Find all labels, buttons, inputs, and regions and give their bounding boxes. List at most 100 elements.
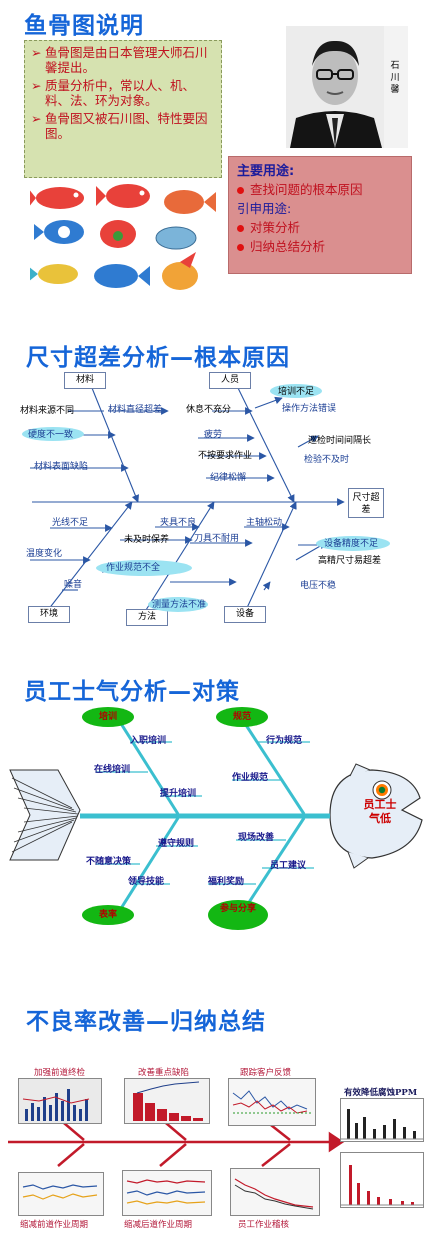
audit-chart-thumb-image [231,1169,319,1215]
measure-item: 不随意决策 [86,857,132,867]
section3-title: 员工士气分析—对策 [24,679,240,705]
arrow-bullet-icon: ➢ [31,111,42,126]
ppm-chart-thumb-image [341,1109,423,1140]
measure-item: 入职培训 [130,736,167,746]
fish-icon [164,190,216,214]
fish-icon [34,220,84,244]
cause-label: 高精尺寸易超差 [318,556,382,566]
cause-label: 操作方法错误 [282,404,337,414]
summary-label-bot2: 缩减后道作业周期 [124,1220,193,1230]
summary-label-bot1: 缩减前道作业周期 [20,1220,89,1230]
measure-item: 现场改善 [238,833,275,843]
summary-label-top3: 跟踪客户反馈 [240,1068,292,1078]
category-people: 人员 [209,372,251,389]
intro-box: ➢鱼骨图是由日本管理大师石川馨提出。 ➢质量分析中，常以人、机、料、法、环为对象… [24,40,222,178]
cause-label: 硬度不一致 [28,430,74,440]
uses-heading: 主要用途: [237,164,295,179]
chart-thumbnail [18,1172,104,1216]
fish-icon [94,264,150,288]
pareto-chart-thumb-image [125,1079,209,1123]
cause-label: 检验不及时 [304,455,350,465]
extended-heading: 引申用途: [237,201,292,216]
measure-item: 在线培训 [94,765,131,775]
cause-label: 夹具不良 [160,518,197,528]
effect-box: 尺寸超差 [348,488,384,518]
chart-thumbnail [124,1078,210,1124]
uses-main: 查找问题的根本原因 [237,180,403,199]
cause-label: 作业规范不全 [106,563,161,573]
category-norm: 规范 [216,707,268,727]
arrow-bullet-icon: ➢ [31,78,42,93]
chart-thumbnail [122,1170,212,1216]
fish-icon [30,264,78,284]
red-dot-icon [237,244,244,251]
highlight-oval [316,536,390,551]
cause-label: 测量方法不准 [152,600,207,610]
fish-icon [162,252,198,290]
cause-label: 温度变化 [26,549,63,559]
fish-icon [96,184,150,208]
bar-chart-thumb-image [19,1079,101,1123]
portrait-caption: 石川馨 [390,61,400,95]
summary-label-top1: 加强前道终检 [34,1068,86,1078]
category-material: 材料 [64,372,106,389]
cause-label: 设备精度不足 [324,539,379,549]
cause-label: 巡检时间间隔长 [308,436,372,446]
cause-label: 光线不足 [52,518,89,528]
chart-thumbnail [230,1168,320,1216]
highlight-oval [148,597,208,612]
measure-item: 遵守规则 [158,839,195,849]
fish-icon [100,220,136,248]
cause-label: 材料来源不同 [20,406,75,416]
chart-thumbnail [340,1152,424,1208]
cause-label: 培训不足 [278,387,315,397]
fish-tail-icon [9,769,81,861]
cycle-chart-thumb-image [19,1173,103,1215]
cause-label: 主轴松动 [246,518,283,528]
red-dot-icon [237,187,244,194]
summary-label-right: 有效降低腐蚀PPM [344,1088,418,1098]
measure-item: 福利奖励 [208,877,245,887]
chart-thumbnail [228,1078,316,1126]
intro-item: ➢质量分析中，常以人、机、料、法、环为对象。 [31,78,196,108]
fish-head-icon [329,763,423,869]
cause-label: 疲劳 [204,430,223,440]
extended-item: 归纳总结分析 [237,237,403,256]
line-chart-thumb-image [229,1079,315,1125]
summary-label-top2: 改善重点缺陷 [138,1068,190,1078]
fish-collage-image [30,184,216,290]
extended-item: 对策分析 [237,218,403,237]
cause-label: 材料表面缺陷 [34,462,89,472]
fish-icon [155,226,197,250]
fishbone-diagram-2 [9,721,423,911]
measure-item: 行为规范 [266,736,303,746]
red-dot-icon [237,225,244,232]
fish-icon [30,187,84,209]
section4-title: 不良率改善—归纳总结 [26,1009,266,1035]
chart-thumbnail [340,1098,424,1142]
ppm-chart-thumb-image [341,1165,423,1206]
category-environment: 环境 [28,606,70,623]
fish-head-text: 员工士气低 [363,798,397,825]
cause-label: 不按要求作业 [198,451,253,461]
measure-item: 领导技能 [128,877,165,887]
measure-item: 作业规范 [232,773,269,783]
intro-item: ➢鱼骨图是由日本管理大师石川馨提出。 [31,45,208,75]
portrait-image [286,26,384,148]
measure-item: 员工建议 [270,861,307,871]
cause-label: 电压不稳 [300,581,337,591]
highlight-oval [22,427,84,441]
summary-label-bot3: 员工作业稽核 [238,1220,290,1230]
intro-item: ➢鱼骨图又被石川图、特性要因图。 [31,111,208,141]
cause-label: 刀具不耐用 [194,534,240,544]
arrow-bullet-icon: ➢ [31,45,42,60]
section1-title: 鱼骨图说明 [24,13,144,39]
section2-title: 尺寸超差分析—根本原因 [26,345,290,371]
cause-label: 纪律松懈 [210,473,247,483]
category-appraisal: 表率 [82,905,134,925]
cause-label: 未及时保养 [124,535,170,545]
measure-item: 提升培训 [160,789,197,799]
cause-label: 休息不充分 [186,405,232,415]
portrait-frame: 石川馨 [286,26,408,148]
category-participate: 参与分享 [208,900,268,930]
